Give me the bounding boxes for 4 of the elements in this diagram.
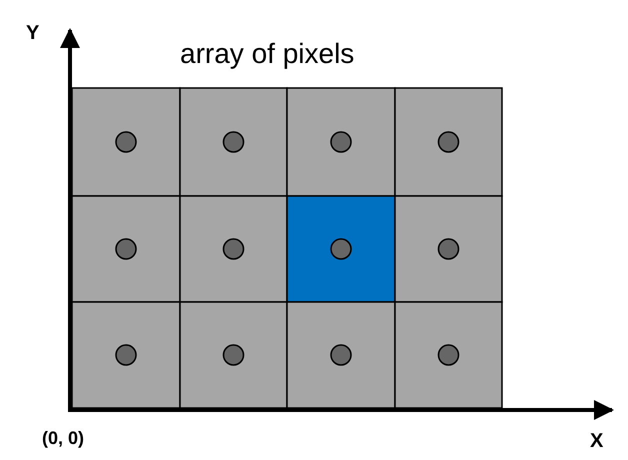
origin-label: (0, 0) [42,428,84,449]
axis-label: Y [26,22,40,45]
diagram-title: array of pixels [180,38,354,70]
axis-label: X [590,430,604,453]
